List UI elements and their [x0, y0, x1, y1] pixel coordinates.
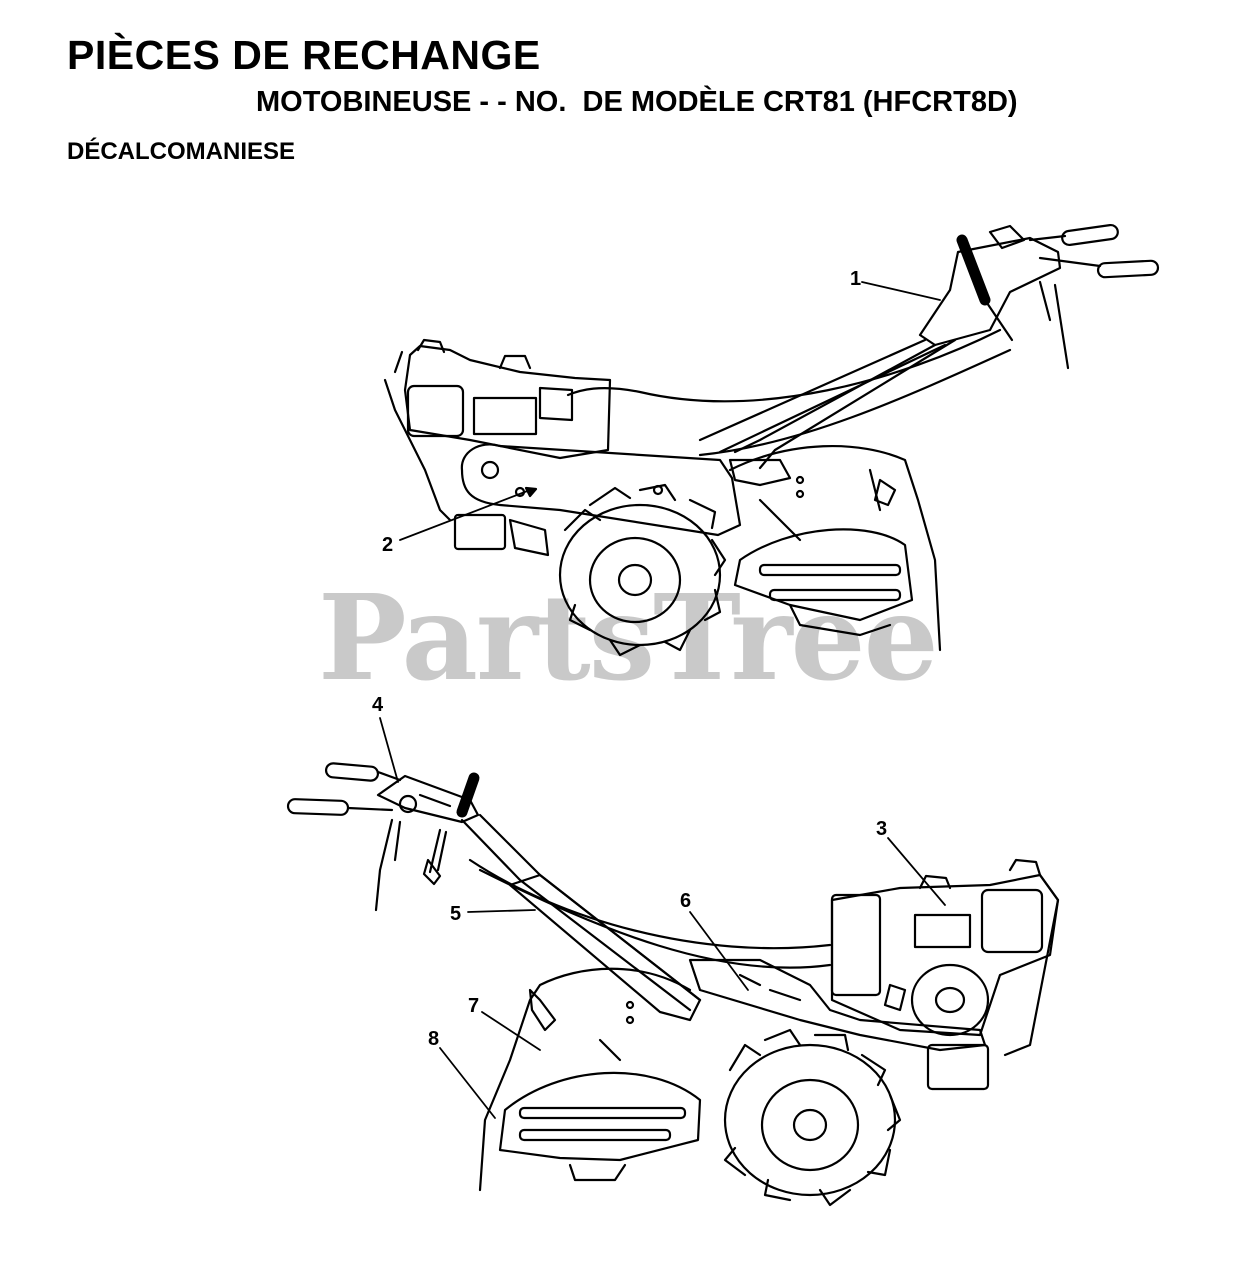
control-console-bottom	[376, 774, 480, 824]
callout-8: 8	[428, 1028, 440, 1050]
shift-lever-top	[956, 234, 991, 306]
leader-line-2	[399, 489, 531, 541]
engine-bottom	[830, 858, 1060, 1057]
tine-shield-bottom	[478, 967, 692, 1192]
callout-1: 1	[850, 268, 862, 290]
tine-shield-top	[728, 444, 942, 652]
page-title: PIÈCES DE RECHANGE	[67, 32, 541, 78]
leader-line-7	[481, 1011, 541, 1051]
callout-5: 5	[450, 903, 462, 925]
leader-line-6	[689, 911, 749, 991]
handle-grips-top	[1028, 223, 1160, 370]
leader-line-4	[379, 717, 399, 783]
side-shield-top	[733, 528, 914, 637]
leader-line-5	[467, 909, 536, 913]
belt-cover-top	[460, 443, 742, 537]
tiller-bottom-view	[286, 717, 1060, 1207]
callout-7: 7	[468, 995, 480, 1017]
leader-line-3	[887, 837, 946, 906]
side-shield-bottom	[498, 1071, 702, 1182]
leader-line-8	[439, 1047, 496, 1119]
tiller-top-view	[383, 223, 1160, 657]
wheel-bottom	[723, 1028, 902, 1207]
callout-3: 3	[876, 818, 888, 840]
watermark: PartsTree	[318, 568, 939, 707]
engine-top	[383, 338, 612, 522]
handle-grips-bottom	[286, 762, 402, 912]
wheel-top	[558, 483, 727, 657]
control-console-top	[918, 236, 1062, 347]
callout-6: 6	[680, 890, 692, 912]
page-subtitle: MOTOBINEUSE - - NO. DE MODÈLE CRT81 (HFC…	[256, 86, 1018, 118]
shift-lever-bottom	[456, 772, 480, 818]
callout-4: 4	[372, 694, 384, 716]
handle-beam-top	[733, 338, 957, 470]
section-heading: DÉCALCOMANIESE	[67, 138, 296, 165]
leader-line-1	[861, 281, 941, 301]
callout-2: 2	[382, 534, 394, 556]
handle-beam-bottom	[460, 813, 702, 1012]
